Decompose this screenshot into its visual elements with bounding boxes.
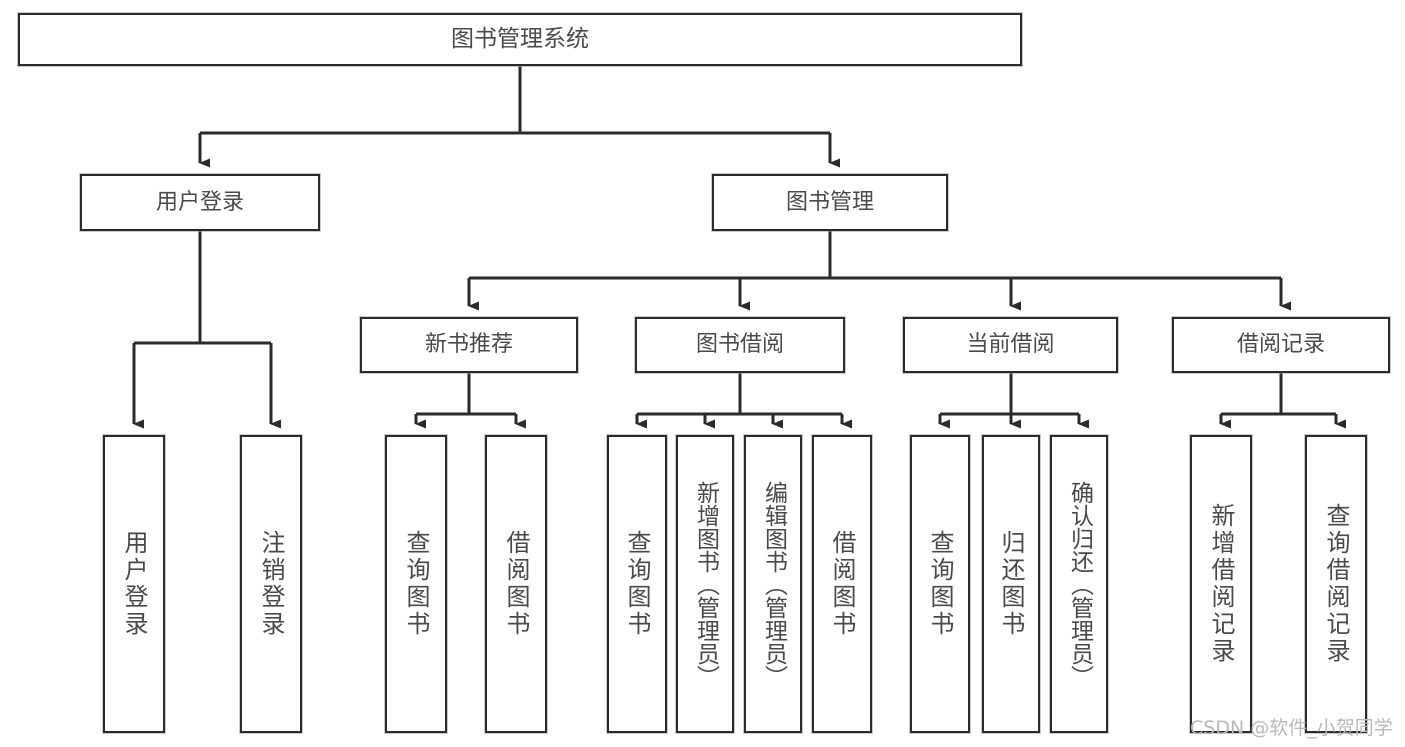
node-label: 查询图书 (623, 530, 651, 638)
node-leaf-confirm-return[interactable]: 确认归还（管理员） (1050, 435, 1108, 733)
node-label: 用户登录 (120, 530, 148, 638)
node-leaf-borrow-book-2[interactable]: 借阅图书 (812, 435, 872, 733)
node-user-login[interactable]: 用户登录 (80, 174, 320, 231)
node-label: 用户登录 (155, 189, 244, 215)
node-book-manage[interactable]: 图书管理 (712, 174, 948, 231)
node-label: 当前借阅 (966, 332, 1055, 358)
node-label: 借阅记录 (1236, 332, 1325, 358)
node-label: 查询借阅记录 (1322, 503, 1350, 665)
node-label: 借阅图书 (502, 530, 530, 638)
node-book-borrow[interactable]: 图书借阅 (635, 317, 845, 373)
node-leaf-return-book[interactable]: 归还图书 (982, 435, 1040, 733)
node-root[interactable]: 图书管理系统 (18, 13, 1022, 66)
node-leaf-query-book-1[interactable]: 查询图书 (385, 435, 447, 733)
node-leaf-query-record[interactable]: 查询借阅记录 (1305, 435, 1367, 733)
node-label: 新增图书（管理员） (692, 480, 719, 688)
node-leaf-user-login[interactable]: 用户登录 (103, 435, 165, 733)
watermark-text: CSDN @软件_小贺同学 (1190, 717, 1393, 739)
node-label: 新增借阅记录 (1207, 503, 1235, 665)
node-label: 确认归还（管理员） (1066, 480, 1093, 688)
node-leaf-query-book-2[interactable]: 查询图书 (607, 435, 667, 733)
node-label: 查询图书 (402, 530, 430, 638)
node-label: 借阅图书 (828, 530, 856, 638)
node-leaf-logout[interactable]: 注销登录 (240, 435, 302, 733)
node-leaf-add-record[interactable]: 新增借阅记录 (1190, 435, 1252, 733)
node-label: 图书借阅 (695, 332, 784, 358)
node-leaf-borrow-book-1[interactable]: 借阅图书 (485, 435, 547, 733)
node-label: 查询图书 (926, 530, 954, 638)
node-label: 新书推荐 (424, 332, 513, 358)
node-new-book-rec[interactable]: 新书推荐 (360, 317, 578, 373)
node-label: 编辑图书（管理员） (760, 480, 787, 688)
node-leaf-query-book-3[interactable]: 查询图书 (910, 435, 970, 733)
node-label: 注销登录 (257, 530, 285, 638)
node-label: 图书管理系统 (451, 25, 589, 52)
node-leaf-add-book[interactable]: 新增图书（管理员） (676, 435, 734, 733)
node-borrow-record[interactable]: 借阅记录 (1172, 317, 1390, 373)
node-label: 图书管理 (785, 189, 874, 215)
node-leaf-edit-book[interactable]: 编辑图书（管理员） (744, 435, 802, 733)
node-label: 归还图书 (997, 530, 1025, 638)
node-current-borrow[interactable]: 当前借阅 (903, 317, 1118, 373)
